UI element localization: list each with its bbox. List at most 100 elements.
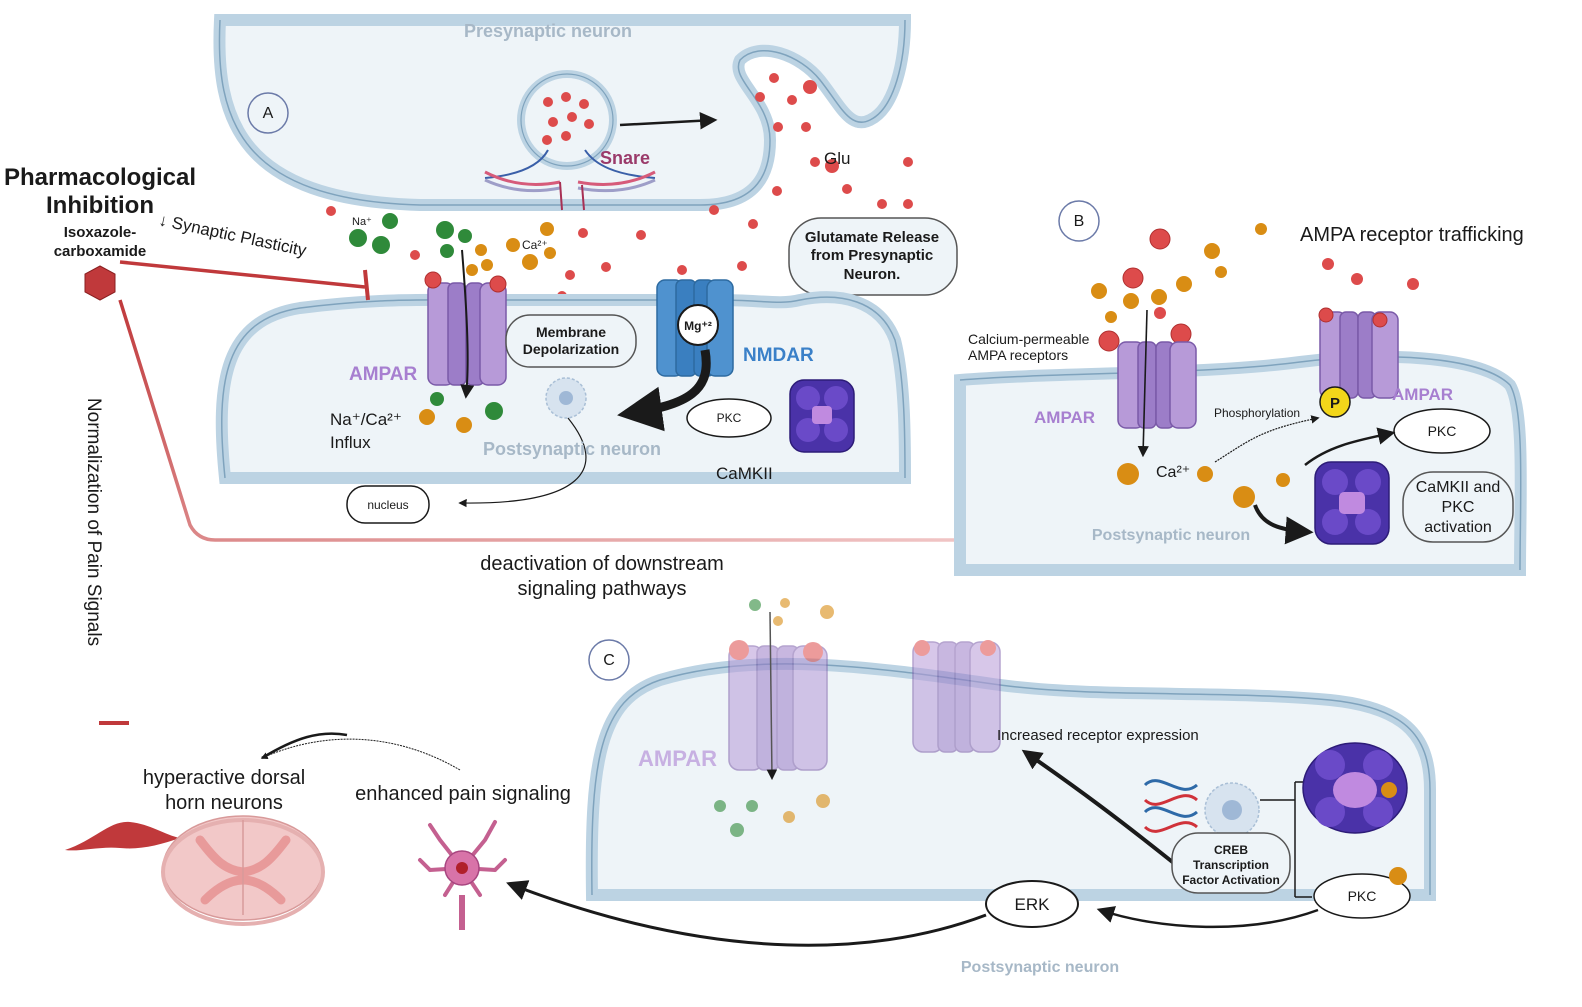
ampar-receptor-c-2 [912, 640, 1001, 753]
ampar-label-c: AMPAR [638, 746, 717, 771]
ampar-receptor-c-1 [728, 640, 828, 771]
drug-line2: carboxamide [54, 243, 147, 260]
ca-ion-b1 [1117, 463, 1139, 485]
ca-ion-b2 [1197, 466, 1213, 482]
nucleus-icon [545, 377, 587, 419]
ampar-receptor-b-left [1117, 341, 1197, 429]
nmdar-receptor [656, 279, 734, 377]
nucleus-label: nucleus [367, 498, 408, 512]
camkii-label-a: CaMKII [716, 464, 773, 483]
ions-below-ampar [419, 392, 503, 433]
mg-label: Mg⁺² [684, 319, 712, 333]
camkii-complex-c [1302, 742, 1408, 834]
inhibit-bar-plasticity [363, 269, 370, 301]
ampar-label-a: AMPAR [349, 364, 418, 385]
influx-line2: Influx [330, 433, 371, 452]
snare-label: Snare [600, 148, 650, 168]
panel-c-badge [588, 639, 630, 681]
erk-oval: ERK [985, 880, 1079, 928]
depol-line2: Depolarization [523, 341, 619, 357]
presynaptic-label: Presynaptic neuron [464, 21, 632, 41]
panel-b-letter: B [1074, 213, 1085, 230]
ca-ion-b4 [1233, 486, 1255, 508]
faded-ions-c [714, 598, 834, 837]
panel-b-title: AMPA receptor trafficking [1300, 224, 1524, 246]
glu-label: Glu [824, 149, 850, 168]
pain-to-dorsal-arrow [260, 738, 461, 771]
ions-b [1091, 223, 1419, 352]
creb-activation-box: CREB Transcription Factor Activation [1171, 832, 1291, 894]
pkc-label-b: PKC [1428, 423, 1457, 439]
glutamate-release-line2: from Presynaptic [811, 247, 934, 264]
panel-c-letter: C [603, 652, 615, 669]
nucleus-icon-c [1204, 782, 1260, 838]
glutamate-release-line1: Glutamate Release [805, 229, 939, 246]
camkii-pkc-line1: CaMKII and [1416, 479, 1500, 496]
drug-hexagon-icon [84, 265, 116, 301]
synaptic-plasticity-label: ↓ Synaptic Plasticity [157, 210, 308, 260]
normalization-label: Normalization of Pain Signals [83, 398, 104, 646]
erk-label: ERK [1015, 895, 1051, 914]
nmdar-signal-arrow [617, 349, 711, 432]
camkii-complex-a [789, 379, 855, 453]
ca-label-b: Ca²⁺ [1156, 464, 1190, 481]
depol-line1: Membrane [536, 324, 606, 340]
pkc-label-a: PKC [717, 411, 742, 425]
deactivation-line2: signaling pathways [518, 578, 687, 600]
cp-ampar-line1: Calcium-permeable [968, 331, 1090, 347]
camkii-pkc-line3: activation [1424, 519, 1492, 536]
creb-line1: CREB [1214, 843, 1248, 857]
ampar-receptor-a [424, 271, 507, 386]
panel-a-letter: A [263, 105, 274, 122]
increased-expression-label: Increased receptor expression [997, 727, 1199, 744]
pain-neuron-icon [418, 820, 507, 930]
influx-line1: Na⁺/Ca²⁺ [330, 410, 402, 429]
ca-ion-b3 [1276, 473, 1290, 487]
pain-to-dorsal-arrow-head [261, 732, 348, 760]
na-label: Na⁺ [352, 216, 372, 228]
enhanced-pain-label: enhanced pain signaling [355, 783, 571, 805]
panel-b-badge [1058, 200, 1100, 242]
dna-icon [1143, 779, 1198, 833]
ampar-b-influx-arrow [1137, 309, 1149, 458]
postsynaptic-label-b: Postsynaptic neuron [1092, 527, 1250, 544]
camkii-arrow-b [1253, 504, 1314, 545]
synaptic-vesicle [517, 70, 617, 170]
ampar-c-influx-arrow [766, 611, 778, 781]
pkc-oval-a: PKC [686, 398, 772, 438]
phospho-p-label: P [1330, 395, 1340, 412]
inhibition-title-line2: Inhibition [46, 192, 154, 219]
camkii-pkc-line2: PKC [1442, 499, 1475, 516]
camkii-complex-b [1314, 461, 1390, 545]
ampar-influx-arrow [460, 249, 475, 399]
postsynaptic-label-c: Postsynaptic neuron [961, 959, 1119, 976]
pkc-label-c: PKC [1348, 888, 1377, 904]
nmdar-label: NMDAR [743, 345, 814, 366]
drug-line1: Isoxazole- [64, 224, 137, 241]
inhibition-title-line1: Pharmacological [4, 164, 196, 191]
ampar-label-b-left: AMPAR [1034, 408, 1095, 427]
glutamate-release-box: Glutamate Release from Presynaptic Neuro… [788, 217, 958, 296]
inhibit-line-plasticity [119, 260, 366, 289]
nucleus-arrow [458, 417, 587, 508]
glutamate-molecules [326, 73, 913, 301]
ca-label: Ca²⁺ [522, 238, 548, 252]
ions-a [349, 213, 556, 276]
creb-line2: Transcription [1193, 858, 1269, 872]
expression-arrow [1021, 749, 1182, 870]
pkc-arrow-b [1304, 427, 1396, 466]
membrane-depolarization-box: Membrane Depolarization [505, 314, 637, 368]
glutamate-release-line3: Neuron. [844, 266, 901, 283]
pkc-to-erk-arrow [1096, 906, 1319, 929]
inhibit-line-downstream [118, 299, 1052, 542]
pkc-oval-c: PKC [1313, 867, 1411, 919]
release-arrow [619, 112, 718, 130]
phosphorylation-arrow [1214, 415, 1320, 463]
hyperactive-line1: hyperactive dorsal [143, 767, 305, 789]
nucleus-oval: nucleus [346, 485, 430, 524]
creb-line3: Factor Activation [1182, 873, 1280, 887]
ampar-label-b-right: AMPAR [1392, 385, 1453, 404]
hyperactive-line2: horn neurons [165, 792, 283, 814]
